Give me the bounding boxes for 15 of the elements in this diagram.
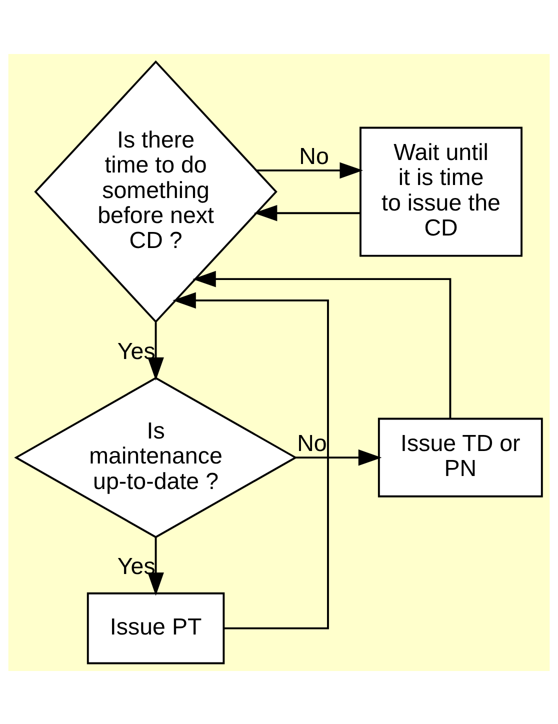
edge-label: Yes	[117, 337, 156, 364]
node-box: Issue PT	[86, 592, 225, 664]
node-box: Wait until it is time to issue the CD	[360, 126, 522, 256]
edge-label: Yes	[117, 552, 156, 579]
node-box: Issue TD or PN	[378, 417, 543, 497]
arrow	[192, 270, 452, 418]
edge-label: No	[297, 429, 327, 456]
arrow	[254, 204, 360, 221]
arrow	[256, 162, 364, 178]
arrow	[148, 536, 164, 596]
arrow	[296, 448, 382, 466]
arrow	[172, 292, 329, 629]
edge-label: No	[299, 142, 329, 168]
node-diamond: Is maintenance up-to-date ?	[14, 376, 298, 538]
arrow	[148, 322, 164, 380]
